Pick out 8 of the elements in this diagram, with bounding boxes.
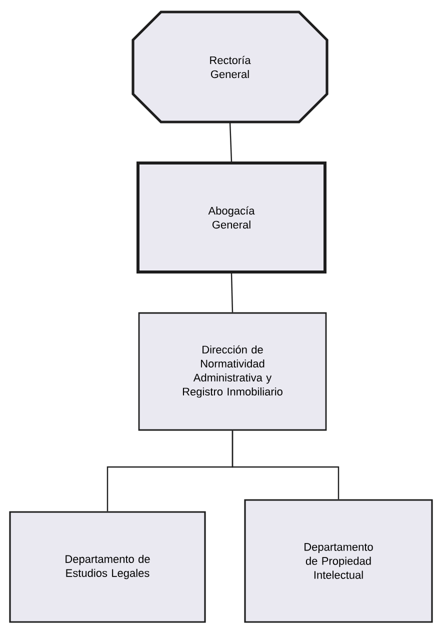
octagon-box: Rectoría General — [132, 10, 328, 124]
org-box: Departamento de Estudios Legales — [9, 511, 206, 623]
connector-line — [230, 273, 234, 312]
connector-line — [229, 122, 232, 162]
org-box: Departamento de Propiedad Intelectual — [244, 499, 433, 623]
connector-line — [232, 430, 340, 500]
org-box: Abogacía General — [136, 162, 326, 274]
org-box: Dirección de Normatividad Administrativa y Registro Inmobiliario — [138, 312, 327, 431]
